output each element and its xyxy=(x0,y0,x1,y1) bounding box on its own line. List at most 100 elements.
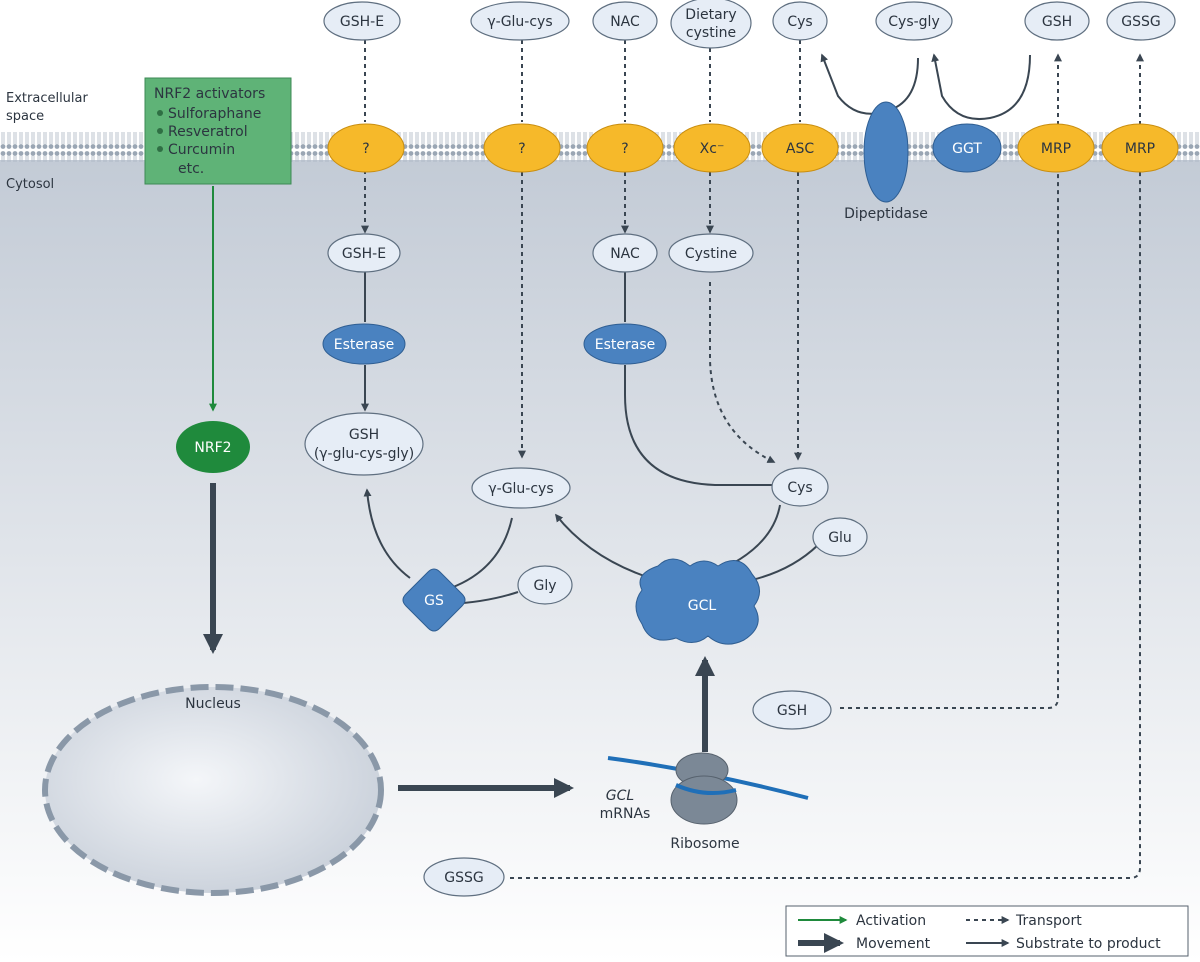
cyto-gsh-full-node xyxy=(304,412,424,476)
legend-activation-label: Activation xyxy=(856,913,926,929)
ext-nac-label: NAC xyxy=(610,14,640,30)
nrf2-label: NRF2 xyxy=(194,440,231,456)
ext-cys-node xyxy=(772,1,828,41)
gs-enzyme xyxy=(402,568,466,632)
transporter-unknown-1 xyxy=(327,123,405,173)
ext-dietary-cystine-node xyxy=(670,0,752,49)
ext-dietary-cystine-label-2: cystine xyxy=(686,25,736,41)
transporter-unknown-1-label: ? xyxy=(362,141,369,157)
esterase-1-enzyme xyxy=(322,323,406,365)
arc-gsh-to-cysgly xyxy=(931,53,1031,120)
arrow-esterase-cys xyxy=(624,365,784,489)
connectors xyxy=(203,40,1144,879)
cyto-gshe-label: GSH-E xyxy=(342,246,386,262)
legend-substrate-label: Substrate to product xyxy=(1016,936,1161,952)
transporter-unknown-3 xyxy=(586,123,664,173)
ext-gshe-node xyxy=(323,1,401,41)
legend: Activation Transport Movement Substrate … xyxy=(785,905,1189,957)
cyto-gsh-full-label-2: (γ-glu-cys-gly) xyxy=(314,446,414,462)
gcl-mrna-strand-front xyxy=(675,783,737,796)
ext-cysgly-node xyxy=(875,1,953,41)
bullet-icon xyxy=(157,110,163,116)
ext-gsh-label: GSH xyxy=(1042,14,1072,30)
ext-gssg-label: GSSG xyxy=(1121,14,1160,30)
gcl-enzyme xyxy=(635,558,760,645)
ext-gshe-label: GSH-E xyxy=(340,14,384,30)
arrow-gcl-gluCys xyxy=(555,513,651,579)
transport-cystine-to-cys xyxy=(709,282,776,463)
cyto-gly-node xyxy=(517,565,573,605)
transporter-unknown-2-label: ? xyxy=(518,141,525,157)
cyto-glu-node xyxy=(812,517,868,557)
ext-gluCys-label: γ-Glu-cys xyxy=(487,14,552,30)
nucleus xyxy=(42,684,384,896)
transporter-asc xyxy=(761,123,839,173)
activator-item-3: Curcumin xyxy=(168,142,235,158)
extracellular-label-line2: space xyxy=(6,109,44,124)
cyto-gsh-node xyxy=(752,690,832,730)
legend-movement-label: Movement xyxy=(856,936,931,952)
transporter-mrp-1 xyxy=(1017,123,1095,173)
activators-title: NRF2 activators xyxy=(154,86,265,102)
nrf2-node xyxy=(176,421,250,473)
transporter-xc-label: Xc⁻ xyxy=(700,141,725,157)
cytosol-label: Cytosol xyxy=(6,177,54,192)
dipeptidase-label: Dipeptidase xyxy=(844,206,928,222)
activator-item-1: Sulforaphane xyxy=(168,106,261,122)
gs-label: GS xyxy=(424,593,444,609)
ext-gluCys-node xyxy=(470,1,570,41)
transporter-asc-label: ASC xyxy=(786,141,814,157)
membrane-transporters: ? ? ? Xc⁻ ASC Dipeptidase GGT MRP MRP xyxy=(327,101,1179,222)
transporter-unknown-2 xyxy=(483,123,561,173)
transporter-unknown-3-label: ? xyxy=(621,141,628,157)
legend-transport-label: Transport xyxy=(1015,913,1082,929)
activator-item-2: Resveratrol xyxy=(168,124,248,140)
esterase-2-enzyme xyxy=(583,323,667,365)
cyto-gsh-full-label-1: GSH xyxy=(349,427,379,443)
cyto-nac-label: NAC xyxy=(610,246,640,262)
legend-box xyxy=(785,905,1189,957)
ext-gssg-node xyxy=(1106,1,1176,41)
ext-gsh-node xyxy=(1024,1,1090,41)
cyto-gssg-node xyxy=(423,857,505,897)
bullet-icon xyxy=(157,128,163,134)
gcl-label: GCL xyxy=(688,598,717,614)
ext-nac-node xyxy=(592,1,658,41)
esterase-2-label: Esterase xyxy=(595,337,655,353)
cyto-gsh-label: GSH xyxy=(777,703,807,719)
cyto-glu-label: Glu xyxy=(828,530,852,546)
transporter-mrp-2-label: MRP xyxy=(1125,141,1155,157)
cyto-cys-node xyxy=(771,467,829,507)
link-gluCys-gs xyxy=(444,517,513,591)
cyto-cys-label: Cys xyxy=(787,480,812,496)
ext-cys-label: Cys xyxy=(787,14,812,30)
cyto-gssg-label: GSSG xyxy=(444,870,483,886)
cyto-cystine-node xyxy=(668,233,754,273)
ext-dietary-cystine-label: Dietary xyxy=(685,7,736,23)
cyto-gluCys-node xyxy=(471,467,571,509)
ribosome-label: Ribosome xyxy=(670,836,739,852)
transporter-mrp-2 xyxy=(1101,123,1179,173)
ggt-label: GGT xyxy=(952,141,982,157)
ext-cysgly-label: Cys-gly xyxy=(888,14,939,30)
arrow-gs-gsh xyxy=(363,488,411,579)
dipeptidase-enzyme xyxy=(863,101,909,203)
nucleus-label: Nucleus xyxy=(185,696,241,712)
esterase-1-label: Esterase xyxy=(334,337,394,353)
cyto-gluCys-label: γ-Glu-cys xyxy=(488,481,553,497)
nrf2-activators-box: NRF2 activators Sulforaphane Resveratrol… xyxy=(144,77,292,185)
extracellular-molecules: GSH-E γ-Glu-cys NAC Dietary cystine Cys … xyxy=(323,0,1176,49)
cyto-nac-node xyxy=(592,233,658,273)
cyto-gshe-node xyxy=(327,233,401,273)
gcl-mrna-label-2: mRNAs xyxy=(600,806,651,822)
cyto-gly-label: Gly xyxy=(533,578,556,594)
transporter-mrp-1-label: MRP xyxy=(1041,141,1071,157)
transporter-xc xyxy=(673,123,751,173)
ggt-enzyme xyxy=(932,123,1002,173)
cyto-cystine-label: Cystine xyxy=(685,246,737,262)
bullet-icon xyxy=(157,146,163,152)
link-glu-gcl xyxy=(751,544,819,581)
transport-gsh-mrp xyxy=(840,172,1059,709)
